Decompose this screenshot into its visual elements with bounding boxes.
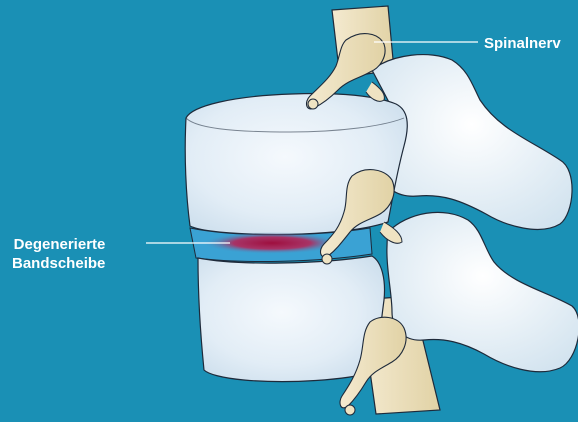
spinal-nerve-label: Spinalnerv [484, 34, 561, 53]
degenerated-disc-label: Degenerierte Bandscheibe [12, 235, 105, 273]
lower-vertebral-body [198, 256, 385, 382]
degenerated-disc-text-line1: Degenerierte [12, 235, 105, 254]
spinal-nerve-text: Spinalnerv [484, 34, 561, 53]
degenerated-disc-text-line2: Bandscheibe [12, 254, 105, 273]
